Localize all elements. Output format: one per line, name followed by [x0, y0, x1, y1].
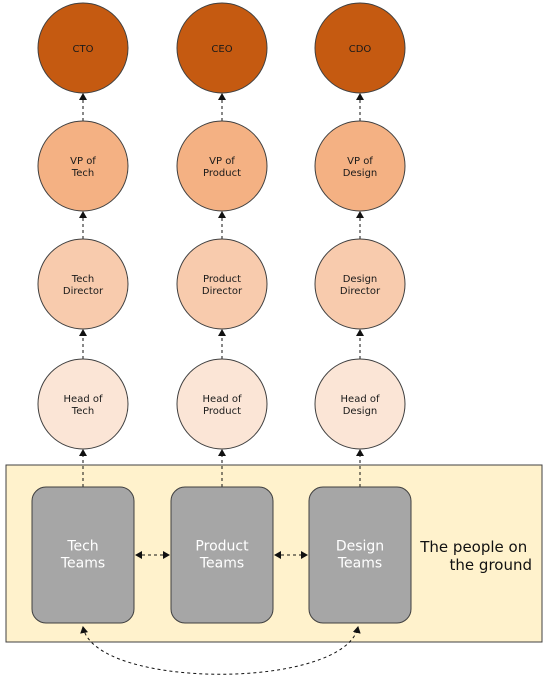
product-head-label-line-1: Head of — [203, 394, 242, 405]
design-vp-label-line-1: VP of — [347, 156, 373, 167]
product-vp-label-line-1: VP of — [209, 156, 235, 167]
design-head-label-line-2: Design — [343, 406, 378, 417]
design-teams-label-line-1: Design — [336, 539, 384, 555]
design-exec-node — [314, 2, 406, 94]
design-head-node — [314, 358, 406, 450]
tech-design-link — [80, 626, 361, 675]
tech-director-label-line-2: Director — [63, 286, 104, 297]
product-head-label-line-2: Product — [203, 406, 241, 417]
design-vp-label-line-2: Design — [343, 168, 378, 179]
ground-label: The people on the ground — [419, 538, 532, 574]
design-vp-node — [314, 120, 406, 212]
tech-vp-label-line-1: VP of — [70, 156, 96, 167]
tech-teams-box — [31, 486, 135, 624]
product-exec-node — [176, 2, 268, 94]
tech-head-label-line-2: Tech — [71, 406, 94, 417]
design-director-label-line-2: Director — [340, 286, 381, 297]
design-director-node — [314, 238, 406, 330]
product-teams-label-line-2: Teams — [199, 556, 244, 572]
tech-vp-label-line-2: Tech — [71, 168, 94, 179]
product-director-label-line-2: Director — [202, 286, 243, 297]
product-director-node — [176, 238, 268, 330]
tech-head-label-line-1: Head of — [64, 394, 103, 405]
tech-exec-node — [37, 2, 129, 94]
design-teams-box — [308, 486, 412, 624]
tech-director-node — [37, 238, 129, 330]
product-head-node — [176, 358, 268, 450]
design-director-label-line-1: Design — [343, 274, 378, 285]
tech-director-label-line-1: Tech — [71, 274, 94, 285]
product-teams-box — [170, 486, 274, 624]
tech-teams-label-line-2: Teams — [60, 556, 105, 572]
design-exec-label-line-1: CDO — [349, 44, 372, 55]
tech-exec-label: CTO — [73, 44, 94, 55]
design-head-label-line-1: Head of — [341, 394, 380, 405]
tech-exec-label-line-1: CTO — [73, 44, 94, 55]
product-vp-label-line-2: Product — [203, 168, 241, 179]
design-teams-label-line-2: Teams — [337, 556, 382, 572]
ground-label-line-1: The people on — [419, 538, 527, 556]
design-exec-label: CDO — [349, 44, 372, 55]
product-exec-label: CEO — [211, 44, 232, 55]
tech-teams-label-line-1: Tech — [66, 539, 98, 555]
product-teams-label-line-1: Product — [195, 539, 249, 555]
product-exec-label-line-1: CEO — [211, 44, 232, 55]
product-vp-node — [176, 120, 268, 212]
product-director-label-line-1: Product — [203, 274, 241, 285]
ground-label-line-2: the ground — [450, 556, 532, 574]
tech-head-node — [37, 358, 129, 450]
tech-vp-node — [37, 120, 129, 212]
